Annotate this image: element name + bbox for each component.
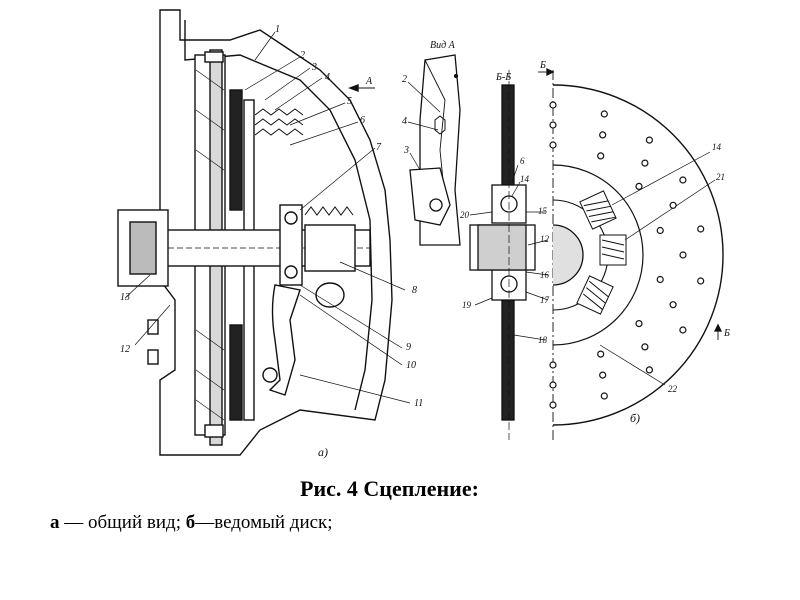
view-a-labels: Вид А 2 4 3 — [402, 40, 456, 156]
rivet — [549, 361, 557, 369]
sec-callout-15: 15 — [538, 206, 548, 216]
rivet — [549, 401, 557, 409]
rivet — [599, 371, 607, 379]
callout-6: 6 — [360, 115, 365, 126]
legend-text-b: —ведомый диск; — [195, 512, 333, 533]
disc-callout-14: 14 — [712, 142, 722, 152]
figure-caption-legend: а — общий вид; б—ведомый диск; — [50, 512, 333, 534]
driven-disc-b — [538, 67, 724, 440]
rivet — [645, 366, 654, 374]
callout-2: 2 — [300, 50, 305, 61]
rivet — [669, 301, 677, 309]
general-view-a — [117, 9, 411, 456]
view-a-callout-3: 3 — [403, 145, 409, 156]
callout-4: 4 — [325, 72, 330, 83]
legend-key-b: б — [185, 512, 196, 533]
view-a — [407, 54, 461, 246]
rivet — [656, 275, 664, 284]
disc-labels: Б Б 14 21 22 б) — [539, 60, 730, 425]
disc-callout-22: 22 — [668, 384, 678, 394]
rivet — [549, 141, 557, 149]
sec-callout-19: 19 — [462, 300, 472, 310]
section-b-b-labels: Б-Б 6 14 20 15 12 16 19 17 18 — [460, 72, 550, 345]
rivet — [597, 350, 605, 358]
rivet — [697, 277, 705, 285]
clutch-technical-drawing: 1 2 3 4 5 6 7 8 9 10 11 12 13 А а) Вид А… — [117, 9, 730, 459]
sec-callout-17: 17 — [540, 295, 550, 305]
callout-11: 11 — [414, 398, 423, 409]
rivet — [679, 326, 687, 334]
section-mark-bottom: Б — [723, 328, 730, 339]
sec-callout-18: 18 — [538, 335, 548, 345]
callout-12: 12 — [120, 344, 130, 355]
rivet — [600, 110, 608, 118]
subfig-a-label: а) — [318, 445, 328, 459]
disc-rivets — [549, 101, 705, 409]
rivet — [635, 320, 643, 328]
rivet — [669, 201, 677, 209]
rivet — [656, 226, 664, 235]
sec-callout-14: 14 — [520, 174, 530, 184]
disc-callout-21: 21 — [716, 172, 725, 182]
rivet — [549, 381, 557, 389]
rivet — [645, 136, 654, 144]
rivet — [597, 152, 605, 160]
callouts-a: 1 2 3 4 5 6 7 8 9 10 11 12 13 А а) — [120, 24, 423, 459]
rivet — [641, 159, 649, 167]
callout-5: 5 — [347, 96, 352, 107]
rivet — [549, 121, 557, 129]
section-b-b — [469, 70, 549, 440]
rivet — [599, 131, 607, 139]
callout-9: 9 — [406, 342, 411, 353]
view-a-callout-2: 2 — [402, 74, 407, 85]
rivet — [641, 343, 649, 351]
legend-text-a: — общий вид; — [59, 512, 186, 533]
legend-key-a: а — [50, 512, 60, 533]
sec-callout-12: 12 — [540, 234, 550, 244]
sec-callout-6: 6 — [520, 156, 525, 166]
rivet — [635, 182, 643, 190]
sec-callout-16: 16 — [540, 270, 550, 280]
callout-8: 8 — [412, 285, 417, 296]
rivet — [679, 176, 687, 184]
callout-7: 7 — [376, 142, 382, 153]
callout-1: 1 — [275, 24, 280, 35]
rivet — [697, 225, 705, 233]
callout-13: 13 — [120, 292, 130, 303]
figure-caption-title: Рис. 4 Сцепление: — [300, 476, 479, 501]
arrow-a-label: А — [365, 76, 373, 87]
view-a-callout-4: 4 — [402, 116, 407, 127]
view-a-title: Вид А — [430, 40, 456, 51]
callout-10: 10 — [406, 360, 416, 371]
section-title: Б-Б — [495, 72, 511, 83]
section-mark-top: Б — [539, 60, 546, 71]
subfig-b-label: б) — [630, 411, 640, 425]
sec-callout-20: 20 — [460, 210, 470, 220]
rivet — [600, 392, 608, 400]
rivet — [549, 101, 557, 109]
rivet — [679, 251, 687, 259]
callout-3: 3 — [311, 62, 317, 73]
